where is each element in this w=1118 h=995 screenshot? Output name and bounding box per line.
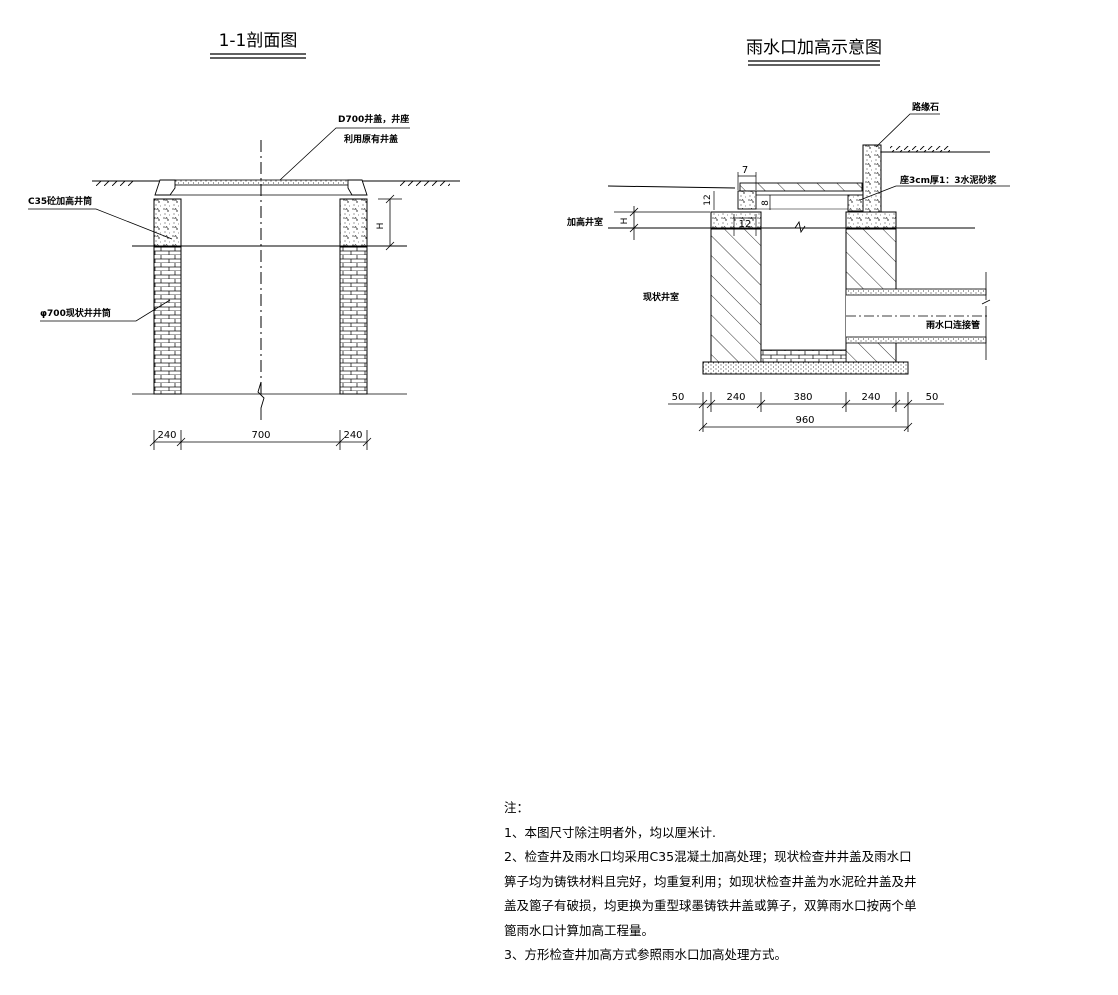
curb-stone [862, 144, 882, 213]
left-dim-1: 240 [157, 430, 176, 441]
pipe-label: 雨水口连接管 [926, 319, 980, 331]
grate [739, 182, 863, 192]
dim-50-right: 50 [926, 392, 939, 403]
right-h-label: H [620, 218, 630, 225]
existing-wall-left [710, 228, 762, 363]
left-dim-3: 240 [343, 430, 362, 441]
existing-chamber-label: 现状井室 [643, 291, 679, 303]
note-line-1: 1、本图尺寸除注明者外，均以厘米计. [504, 824, 716, 840]
dim-960: 960 [795, 415, 814, 426]
dim-50-left: 50 [672, 392, 685, 403]
raised-chamber-label: 加高井室 [566, 216, 603, 228]
notes-heading: 注： [504, 800, 530, 815]
note-line-3: 箅子均为铸铁材料且完好，均重复利用；如现状检查井盖为水泥砼井盖及井 [504, 873, 917, 889]
section-1-1: 1-1剖面图 H D700井盖，井座 利用原有井盖 [28, 31, 460, 450]
cover-label-2: 利用原有井盖 [343, 133, 398, 145]
notes-block: 注： 1、本图尺寸除注明者外，均以厘米计. 2、检查井及雨水口均采用C35混凝土… [504, 796, 1104, 968]
note-line-5: 篦雨水口计算加高工程量。 [504, 922, 655, 938]
note-line-6: 3、方形检查井加高方式参照雨水口加高处理方式。 [504, 947, 787, 962]
curb-label: 路缘石 [912, 101, 939, 113]
left-dim-2: 700 [251, 430, 270, 441]
mortar-label: 座3cm厚1：3水泥砂浆 [899, 174, 997, 186]
dim-7: 7 [742, 165, 748, 176]
cover-label-1: D700井盖，井座 [338, 113, 409, 125]
dim-240-right: 240 [861, 392, 880, 403]
cover-seat-right [347, 179, 368, 196]
grate-seat-left [737, 190, 757, 210]
raised-wall-right [845, 211, 897, 229]
dim-12-h: 12 [739, 219, 752, 230]
dim-380: 380 [793, 392, 812, 403]
raise-left [153, 198, 182, 247]
raise-right [339, 198, 368, 247]
raised-wall-left [710, 211, 762, 229]
left-title: 1-1剖面图 [219, 31, 298, 51]
left-h-label: H [376, 223, 386, 230]
dim-240-left: 240 [726, 392, 745, 403]
raise-label: C35砼加高井筒 [28, 195, 92, 207]
brick-shaft-right [339, 246, 368, 395]
dim-8: 8 [761, 200, 771, 206]
brick-shaft-left [153, 246, 182, 395]
inlet-raise-diagram: 雨水口加高示意图 路缘石 座3cm厚1：3水泥砂浆 [566, 38, 1010, 432]
manhole-cover [161, 179, 363, 186]
shaft-label: φ700现状井井筒 [40, 307, 111, 319]
note-line-4: 盖及篦子有破损，均更换为重型球墨铸铁井盖或箅子，双箅雨水口按两个单 [504, 898, 917, 913]
note-line-2: 2、检查井及雨水口均采用C35混凝土加高处理；现状检查井井盖及雨水口 [504, 849, 912, 864]
foundation [702, 361, 909, 375]
right-title: 雨水口加高示意图 [746, 38, 882, 58]
cover-seat-left [154, 179, 176, 196]
grate-seat-right [847, 194, 864, 212]
dim-12-v: 12 [703, 194, 713, 205]
